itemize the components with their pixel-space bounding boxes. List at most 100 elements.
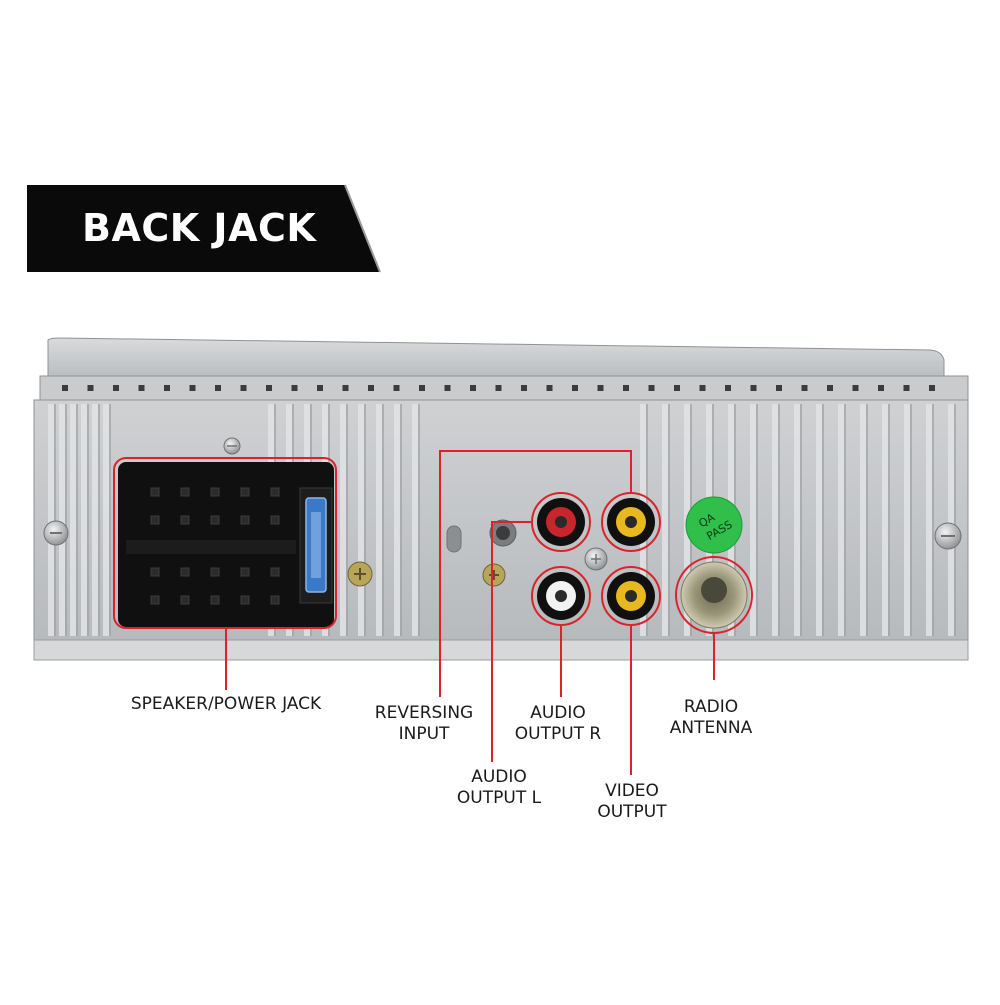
label-reversing-input: REVERSING INPUT bbox=[375, 703, 473, 745]
vent-slot bbox=[648, 385, 655, 391]
chassis-rib-shadow bbox=[109, 404, 111, 636]
chassis-rib-shadow bbox=[932, 404, 934, 636]
chassis-rib bbox=[48, 404, 54, 636]
connector-pin bbox=[270, 487, 280, 497]
chassis-rib bbox=[394, 404, 400, 636]
chassis-rib bbox=[59, 404, 65, 636]
chassis-rib bbox=[948, 404, 954, 636]
vent-slot bbox=[903, 385, 910, 391]
callout-lines bbox=[225, 450, 715, 775]
chassis-rib bbox=[772, 404, 778, 636]
vent-slot bbox=[852, 385, 859, 391]
chassis-rib-shadow bbox=[668, 404, 670, 636]
chassis-rib-shadow bbox=[346, 404, 348, 636]
vent-slot bbox=[878, 385, 884, 391]
chassis-rib bbox=[340, 404, 346, 636]
chassis-rib bbox=[904, 404, 910, 636]
chassis-rib bbox=[412, 404, 418, 636]
chassis-rib bbox=[103, 404, 109, 636]
label-video-output-line1: VIDEO bbox=[605, 781, 659, 801]
chassis-rib-shadow bbox=[822, 404, 824, 636]
chassis-rib bbox=[70, 404, 76, 636]
vent-slot bbox=[240, 385, 247, 391]
label-audio-output-r: AUDIO OUTPUT R bbox=[515, 703, 602, 745]
label-audio-output-r-line1: AUDIO bbox=[530, 703, 586, 723]
connector-pin bbox=[240, 595, 250, 605]
chassis-rib-shadow bbox=[400, 404, 402, 636]
connector-pin bbox=[180, 567, 190, 577]
chassis-rib bbox=[882, 404, 888, 636]
chassis-rib bbox=[92, 404, 98, 636]
label-speaker-power-line1: SPEAKER/POWER JACK bbox=[130, 694, 322, 714]
connector-pin bbox=[210, 595, 220, 605]
vent-slot bbox=[699, 385, 706, 391]
label-video-output: VIDEO OUTPUT bbox=[597, 781, 666, 823]
rca-video-output-top bbox=[601, 492, 661, 552]
vent-slot bbox=[521, 385, 527, 391]
connector-pins bbox=[126, 487, 296, 605]
chassis-rib-shadow bbox=[382, 404, 384, 636]
callout-reversing-input bbox=[439, 450, 632, 697]
chassis-rib-shadow bbox=[364, 404, 366, 636]
reversing-input-slot bbox=[446, 525, 462, 553]
chassis-rib bbox=[358, 404, 364, 636]
connector-pin bbox=[240, 487, 250, 497]
label-video-output-line2: OUTPUT bbox=[597, 802, 667, 822]
vent-slot bbox=[623, 385, 629, 391]
label-audio-output-r-line2: OUTPUT R bbox=[514, 724, 602, 744]
callout-audio-output-l bbox=[491, 521, 532, 762]
vent-slot bbox=[368, 385, 374, 391]
vent-slot bbox=[827, 385, 833, 391]
vent-slot bbox=[444, 385, 451, 391]
chassis-top bbox=[39, 337, 969, 403]
banner-title: BACK JACK bbox=[82, 206, 317, 250]
vent-slot bbox=[776, 385, 782, 391]
vent-slot bbox=[495, 385, 502, 391]
chassis-rib bbox=[794, 404, 800, 636]
connector-pin bbox=[270, 567, 280, 577]
connector-pin bbox=[150, 567, 160, 577]
vent-slot bbox=[725, 385, 731, 391]
vent-slot bbox=[215, 385, 221, 391]
rca-audio-output-l bbox=[531, 566, 591, 626]
label-reversing-input-line1: REVERSING bbox=[374, 703, 474, 723]
ventilation-slots bbox=[62, 385, 935, 391]
chassis-rib bbox=[81, 404, 87, 636]
vent-slot bbox=[138, 385, 145, 391]
connector-pin bbox=[180, 515, 190, 525]
label-audio-output-l-line1: AUDIO bbox=[471, 767, 527, 787]
label-audio-output-l-line2: OUTPUT L bbox=[456, 788, 542, 808]
label-radio-antenna-line2: ANTENNA bbox=[669, 718, 753, 738]
connector-pin bbox=[210, 487, 220, 497]
label-reversing-input-line2: INPUT bbox=[398, 724, 450, 744]
chassis-rib-shadow bbox=[844, 404, 846, 636]
chassis-rib-shadow bbox=[87, 404, 89, 636]
chassis-rib-shadow bbox=[866, 404, 868, 636]
connector-pin bbox=[150, 595, 160, 605]
label-radio-antenna: RADIO ANTENNA bbox=[670, 697, 753, 739]
chassis-rib-shadow bbox=[98, 404, 100, 636]
rca-audio-output-r bbox=[531, 492, 591, 552]
vent-slot bbox=[189, 385, 196, 391]
chassis-rib bbox=[662, 404, 668, 636]
radio-antenna-socket bbox=[675, 556, 753, 634]
vent-slot bbox=[62, 385, 68, 391]
label-speaker-power-jack: SPEAKER/POWER JACK bbox=[131, 694, 321, 715]
chassis-rib bbox=[816, 404, 822, 636]
vent-slot bbox=[317, 385, 323, 391]
chassis-bottom-lip bbox=[33, 639, 969, 661]
chassis-rib bbox=[838, 404, 844, 636]
connector-pin bbox=[180, 487, 190, 497]
vent-slot bbox=[393, 385, 400, 391]
vent-slot bbox=[291, 385, 298, 391]
vent-slot bbox=[87, 385, 94, 391]
banner-background bbox=[27, 185, 380, 272]
connector-pin bbox=[180, 595, 190, 605]
label-audio-output-l: AUDIO OUTPUT L bbox=[457, 767, 541, 809]
vent-slot bbox=[266, 385, 272, 391]
banner-edge bbox=[344, 184, 381, 273]
chassis-rib-shadow bbox=[54, 404, 56, 636]
vent-slot bbox=[113, 385, 119, 391]
